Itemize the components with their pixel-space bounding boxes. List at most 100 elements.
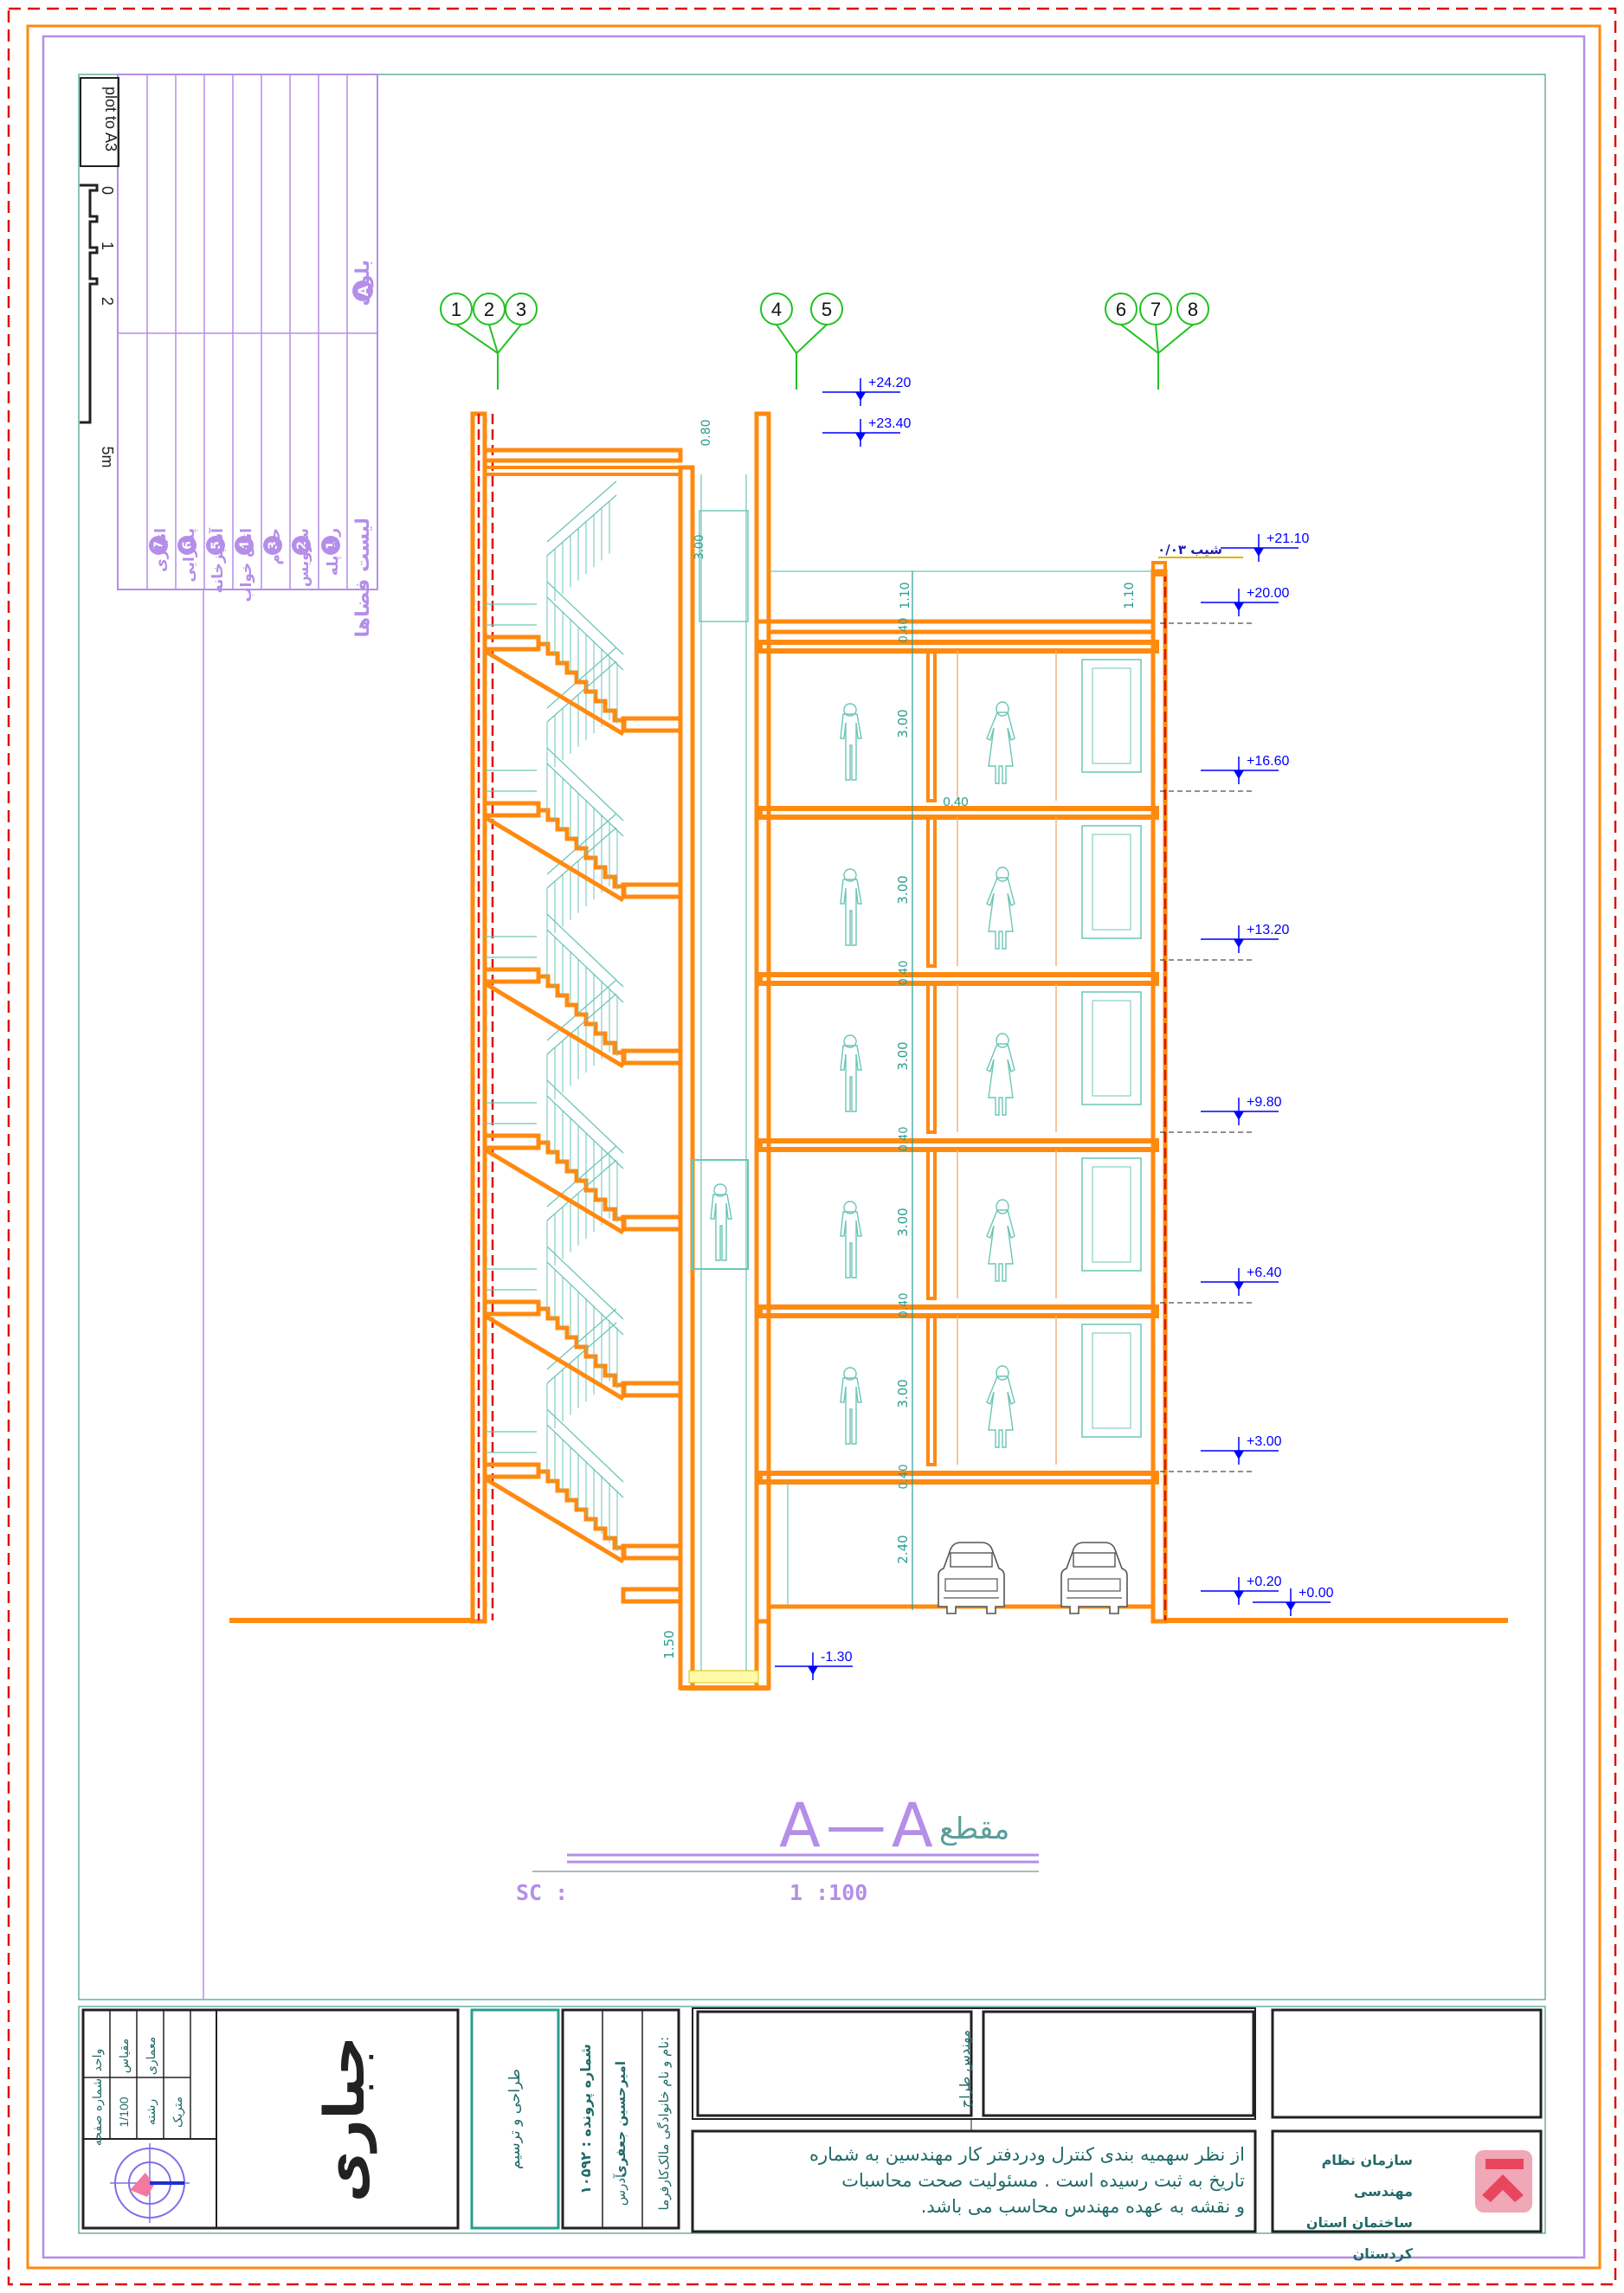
stair-flight [482, 647, 683, 903]
level-marker: +20.00 [1201, 586, 1289, 616]
dim-label: 0.40 [898, 1127, 911, 1152]
roof-slab [766, 619, 1156, 634]
legend-label: پذیرایی [181, 528, 198, 583]
floor-level [757, 1304, 1159, 1466]
approval-line: از نظر سهمیه بندی کنترل ودردفتر کار مهند… [809, 2144, 1245, 2165]
grid-axis-marker: 7 [1139, 293, 1172, 390]
scale-label: SC : [516, 1880, 569, 1905]
scale-tick: 2 [99, 297, 116, 306]
grid-axis-label: 8 [1188, 299, 1198, 320]
level-marker: +3.00 [1201, 1434, 1282, 1465]
company-logo: جباری [313, 2036, 377, 2202]
level-marker: +16.60 [1201, 754, 1289, 784]
scale-tick: 0 [99, 186, 116, 195]
section-title: A—A [779, 1790, 938, 1861]
purple-frame [42, 35, 1586, 2259]
section-title-fa: مقطع [939, 1812, 1010, 1846]
organization-logo-icon [1475, 2150, 1532, 2212]
block-badge: A [355, 285, 371, 296]
scale-bar: 0 1 2 5m [80, 184, 116, 468]
sheet-label: رشته [145, 2099, 158, 2125]
stair-flight [482, 813, 683, 1069]
window [1081, 1157, 1142, 1272]
level-marker: +24.20 [822, 376, 911, 406]
title-block: واحد مقیاس 1/100 رشته متریک شماره صفحه م… [78, 2006, 1546, 2234]
approval-line: تاریخ به ثبت رسیده است . مسئولیت صحت محا… [841, 2170, 1245, 2191]
dim-label: 2.40 [895, 1535, 911, 1563]
legend-label: راه پله [325, 528, 342, 576]
window [1081, 825, 1142, 939]
level-marker: -1.30 [775, 1650, 853, 1680]
legend-number-icon [263, 536, 282, 555]
stair-flight [482, 979, 683, 1235]
lift-cabin [692, 1159, 749, 1270]
floor-level [757, 972, 1159, 1134]
level-marker: +0.20 [1201, 1575, 1282, 1605]
legend-label: آشپزخانه [208, 527, 227, 594]
grid-axis-label: 7 [1150, 299, 1161, 320]
draw-label: طراحی و ترسیم [506, 2069, 524, 2169]
level-marker: +6.40 [1201, 1266, 1282, 1296]
legend-number-icon [177, 536, 197, 555]
level-label: +24.20 [868, 376, 911, 390]
employer-label: کارفرما [656, 2169, 672, 2211]
level-label: +23.40 [868, 416, 911, 431]
stair-flight [482, 480, 683, 737]
scale-text: 1 :100 [789, 1880, 868, 1905]
level-label: -1.30 [821, 1650, 853, 1665]
legend-number: 6 [181, 541, 195, 550]
level-label: +0.00 [1299, 1586, 1334, 1601]
level-label: +21.10 [1266, 531, 1309, 546]
lift-machine [699, 510, 749, 622]
unit-label: متریک [171, 2097, 185, 2128]
dim-label: 3.00 [895, 709, 911, 737]
dim-label: 3.00 [895, 1208, 911, 1236]
legend-label: سرویس [295, 528, 313, 587]
legend-label: اتاق خواب [238, 528, 255, 602]
window [1081, 1324, 1142, 1438]
level-marker: +23.40 [822, 416, 911, 447]
floor-level [757, 806, 1159, 968]
grid-axis-label: 5 [822, 299, 832, 320]
legend-number: 4 [238, 541, 252, 550]
dim-label: 0.40 [943, 795, 968, 809]
grid-axis-marker: 5 [796, 293, 843, 390]
grid-axis-label: 3 [516, 299, 526, 320]
scale-value: 1/100 [117, 2097, 131, 2127]
unit-key: واحد [91, 2049, 105, 2072]
address-label: آدرس [613, 2174, 628, 2206]
owner-label: نام و نام خانوادگی مالک: [656, 2037, 672, 2170]
approval-note: از نظر سهمیه بندی کنترل ودردفتر کار مهند… [699, 2142, 1245, 2226]
grid-axis-marker: 3 [497, 293, 538, 390]
legend-number: 3 [267, 541, 280, 550]
dim-label: 0.40 [898, 618, 911, 643]
scale-tick: 5m [99, 446, 116, 467]
lift-shaft-wall [678, 465, 695, 1691]
floor-level [757, 1138, 1159, 1300]
dim-label: 3.00 [895, 875, 911, 904]
slope-label: شیب ۰/۰۳ [1157, 542, 1222, 557]
facade-wall [1150, 569, 1168, 1624]
window [1081, 659, 1142, 773]
plot-note: plot to A3 [102, 87, 119, 151]
legend-label: انباری [152, 528, 170, 572]
grid-axis-marker: 4 [760, 293, 797, 390]
level-label: +0.20 [1247, 1575, 1282, 1589]
dim-label: 3.00 [693, 535, 706, 560]
dim-label: 0.40 [898, 1465, 911, 1490]
legend-number-icon [321, 536, 340, 555]
dim-label: 3.00 [895, 1379, 911, 1407]
organization-line: ساختمان استان کردستان [1305, 2214, 1413, 2262]
dim-label: 1.50 [661, 1630, 677, 1659]
designer-label: مهندس طراح [957, 2030, 974, 2108]
legend-number: 1 [325, 541, 338, 550]
scale-tick: 1 [99, 242, 116, 250]
dim-label: 0.40 [898, 1293, 911, 1318]
level-label: +6.40 [1247, 1266, 1282, 1280]
level-marker: +9.80 [1201, 1095, 1282, 1125]
grid-axis-label: 1 [451, 299, 461, 320]
grid-axis-label: 6 [1116, 299, 1126, 320]
grid-axis-label: 2 [484, 299, 494, 320]
